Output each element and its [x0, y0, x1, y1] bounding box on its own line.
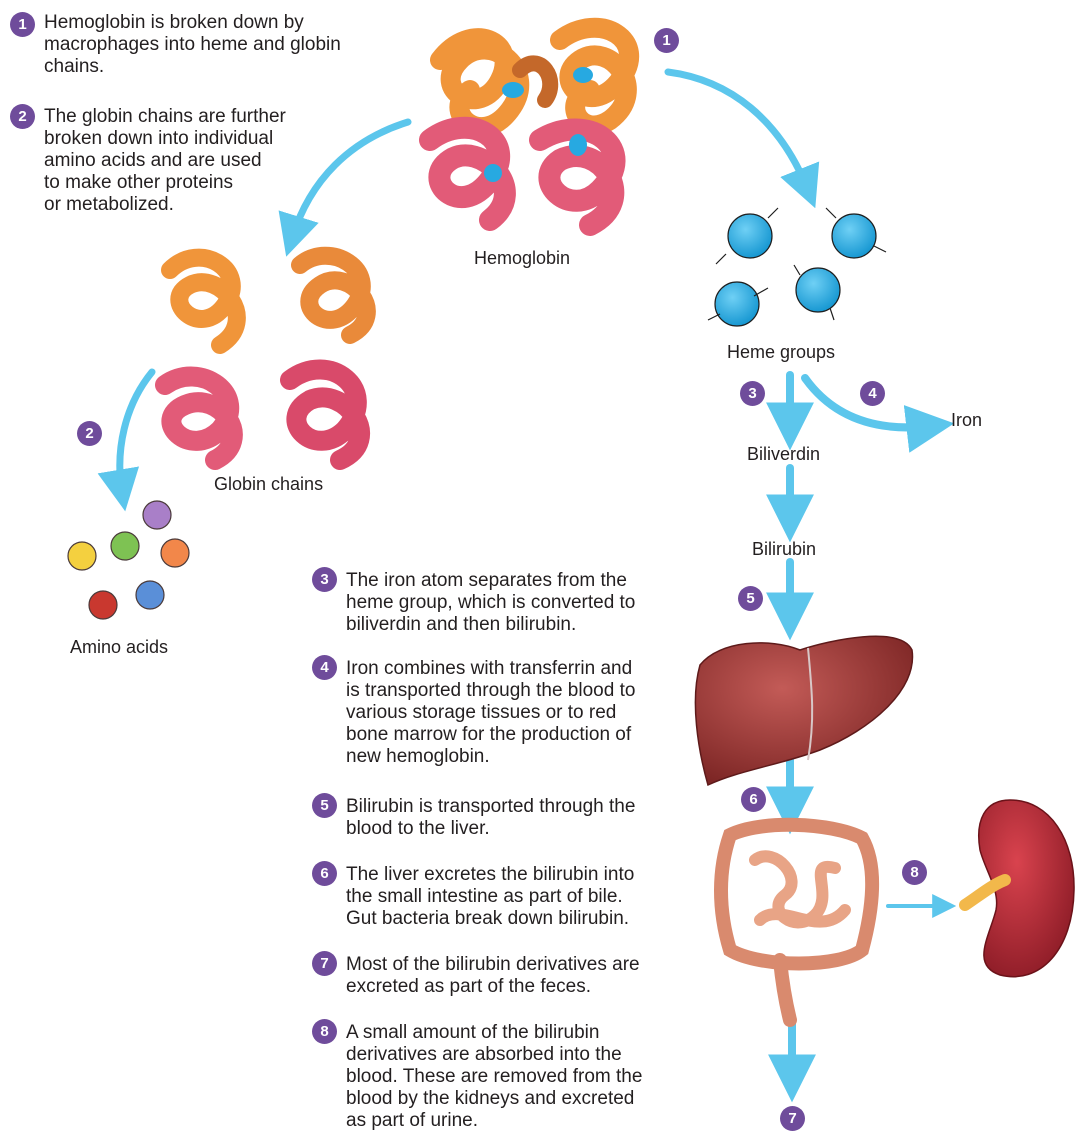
diagram-badge-3: 3: [740, 381, 765, 406]
diagram-badge-5: 5: [738, 586, 763, 611]
step-note-3: The iron atom separates from the heme gr…: [346, 570, 686, 636]
step-note-1-text: Hemoglobin is broken down by macrophages…: [44, 12, 384, 78]
step-note-5: Bilirubin is transported through the blo…: [346, 796, 686, 840]
diagram-badge-4: 4: [860, 381, 885, 406]
step-note-4: Iron combines with transferrin and is tr…: [346, 658, 686, 768]
step-note-3-text: The iron atom separates from the heme gr…: [346, 570, 686, 636]
liver-icon: [695, 636, 912, 785]
step-note-2: The globin chains are further broken dow…: [44, 106, 324, 216]
globin-chains-icon: [165, 256, 367, 460]
label-amino-acids: Amino acids: [70, 636, 168, 658]
step-note-1: Hemoglobin is broken down by macrophages…: [44, 12, 384, 78]
step-note-6: The liver excretes the bilirubin into th…: [346, 864, 686, 930]
step-note-8: A small amount of the bilirubin derivati…: [346, 1022, 686, 1132]
step-badge-1: 1: [10, 12, 35, 37]
diagram-badge-7: 7: [780, 1106, 805, 1131]
step-badge-3: 3: [312, 567, 337, 592]
step-badge-5: 5: [312, 793, 337, 818]
intestine-icon: [721, 825, 872, 1020]
label-heme-groups: Heme groups: [727, 341, 835, 363]
step-note-7-text: Most of the bilirubin derivatives are ex…: [346, 954, 686, 998]
amino-acid-icon: [68, 501, 189, 619]
step-note-8-text: A small amount of the bilirubin derivati…: [346, 1022, 686, 1132]
step-note-4-text: Iron combines with transferrin and is tr…: [346, 658, 686, 768]
step-badge-2: 2: [10, 104, 35, 129]
diagram-badge-2: 2: [77, 421, 102, 446]
step-badge-7: 7: [312, 951, 337, 976]
step-badge-4: 4: [312, 655, 337, 680]
hemoglobin-icon: [430, 28, 629, 225]
label-hemoglobin: Hemoglobin: [474, 247, 570, 269]
step-badge-8: 8: [312, 1019, 337, 1044]
label-iron: Iron: [951, 409, 982, 431]
step-note-5-text: Bilirubin is transported through the blo…: [346, 796, 686, 840]
label-globin-chains: Globin chains: [214, 473, 323, 495]
step-note-6-text: The liver excretes the bilirubin into th…: [346, 864, 686, 930]
heme-group-icon: [708, 208, 886, 326]
diagram-badge-6: 6: [741, 787, 766, 812]
step-badge-6: 6: [312, 861, 337, 886]
label-bilirubin: Bilirubin: [752, 538, 816, 560]
step-note-2-text: The globin chains are further broken dow…: [44, 106, 324, 216]
diagram-badge-1: 1: [654, 28, 679, 53]
kidney-icon: [965, 800, 1074, 977]
label-biliverdin: Biliverdin: [747, 443, 820, 465]
step-note-7: Most of the bilirubin derivatives are ex…: [346, 954, 686, 998]
diagram-badge-8: 8: [902, 860, 927, 885]
